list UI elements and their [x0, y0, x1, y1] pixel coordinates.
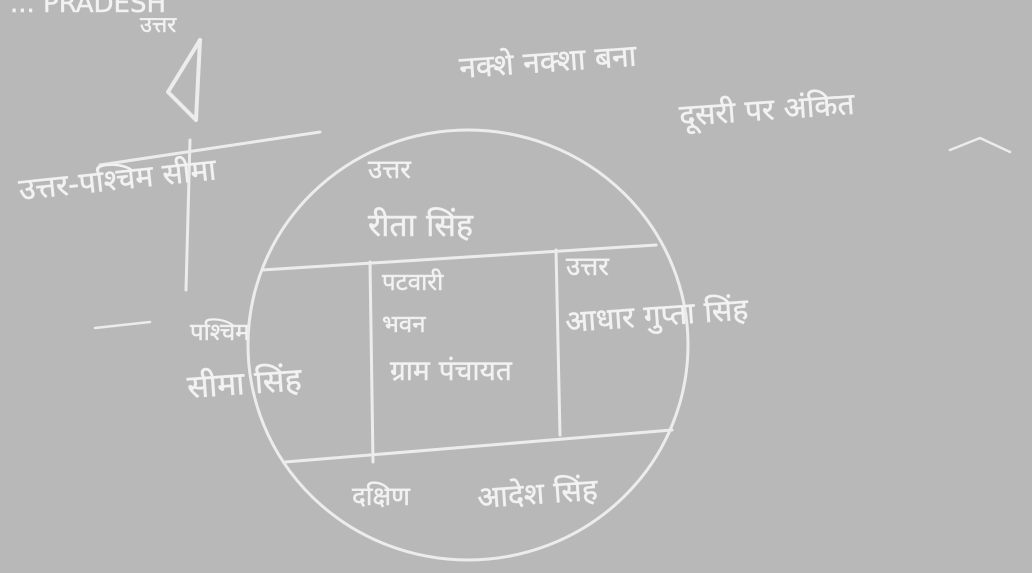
label-northeast: उत्तर — [566, 252, 610, 282]
note-line-2: दूसरी पर अंकित — [678, 87, 856, 135]
label-center-line-2: भवन — [382, 310, 426, 338]
plot-top-edge — [260, 243, 658, 272]
plot-divider-left — [368, 260, 375, 464]
note-line-1: नक्शे नक्शा बना — [458, 39, 639, 86]
label-west-border: सीमा सिंह — [186, 360, 304, 406]
label-center-line-1: पटवारी — [382, 268, 444, 296]
label-north-region: उत्तर — [368, 155, 412, 185]
label-south-region: दक्षिण — [352, 481, 411, 512]
north-arrow-icon — [166, 38, 202, 292]
plot-bottom-edge — [283, 428, 674, 464]
label-east-border: आधार गुप्ता सिंह — [564, 292, 750, 341]
west-arrow-stroke — [93, 320, 152, 330]
compass-north-label: उत्तर — [140, 13, 177, 38]
label-center-line-3: ग्राम पंचायत — [390, 354, 513, 387]
label-north-border: रीता सिंह — [368, 206, 474, 244]
header-fragment: ... PRADESH — [10, 0, 166, 19]
label-west-small: पश्चिम — [190, 318, 250, 346]
label-south-border: आदेश सिंह — [476, 473, 600, 516]
village-circle-boundary — [246, 128, 690, 562]
northwest-border-line — [98, 130, 322, 167]
plot-divider-right — [554, 248, 562, 437]
note-underline — [948, 136, 1012, 154]
